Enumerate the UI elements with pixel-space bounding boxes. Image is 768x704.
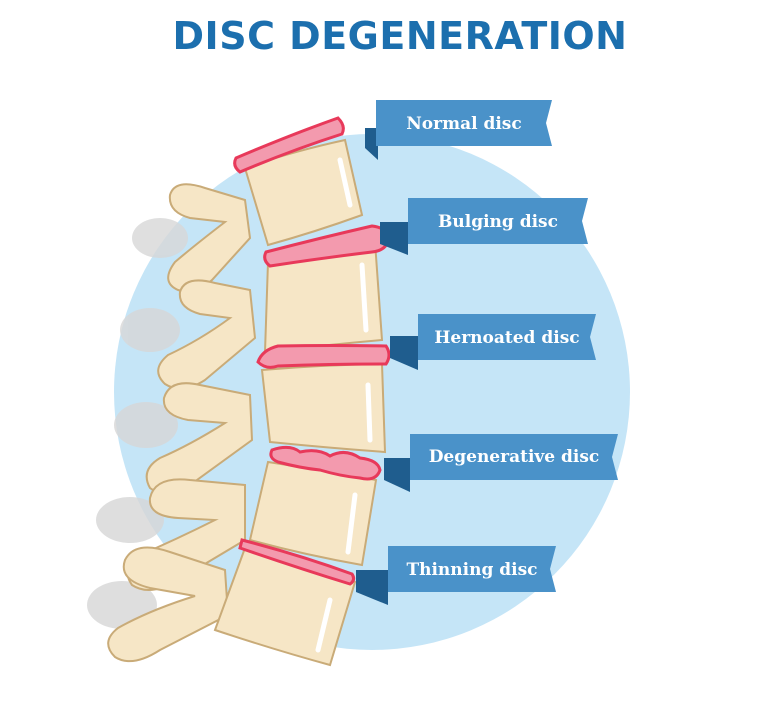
disc-thinning (238, 538, 356, 586)
disc-herniated (256, 344, 391, 369)
ribbon-herniated: Hernoated disc (390, 314, 596, 370)
label-bulging-disc: Bulging disc (438, 212, 558, 232)
disc-normal (233, 116, 345, 174)
label-normal-disc: Normal disc (406, 114, 521, 134)
vertebral-bodies (213, 138, 387, 667)
ribbon-bulging: Bulging disc (380, 198, 588, 255)
label-degenerative-disc: Degenerative disc (429, 447, 600, 467)
page-title: DISC DEGENERATION (172, 14, 628, 58)
ribbon-normal: Normal disc (365, 100, 552, 160)
label-herniated-disc: Hernoated disc (434, 328, 579, 348)
disc-degenerative (269, 445, 382, 481)
ribbon-thinning: Thinning disc (356, 546, 556, 605)
bone-highlights (315, 157, 373, 653)
disc-bulging (263, 224, 390, 268)
vertebra-3 (260, 362, 387, 454)
ribbon-degenerative: Degenerative disc (384, 434, 618, 492)
discs (233, 116, 391, 586)
vertebra-processes (107, 183, 257, 663)
label-thinning-disc: Thinning disc (406, 560, 537, 580)
